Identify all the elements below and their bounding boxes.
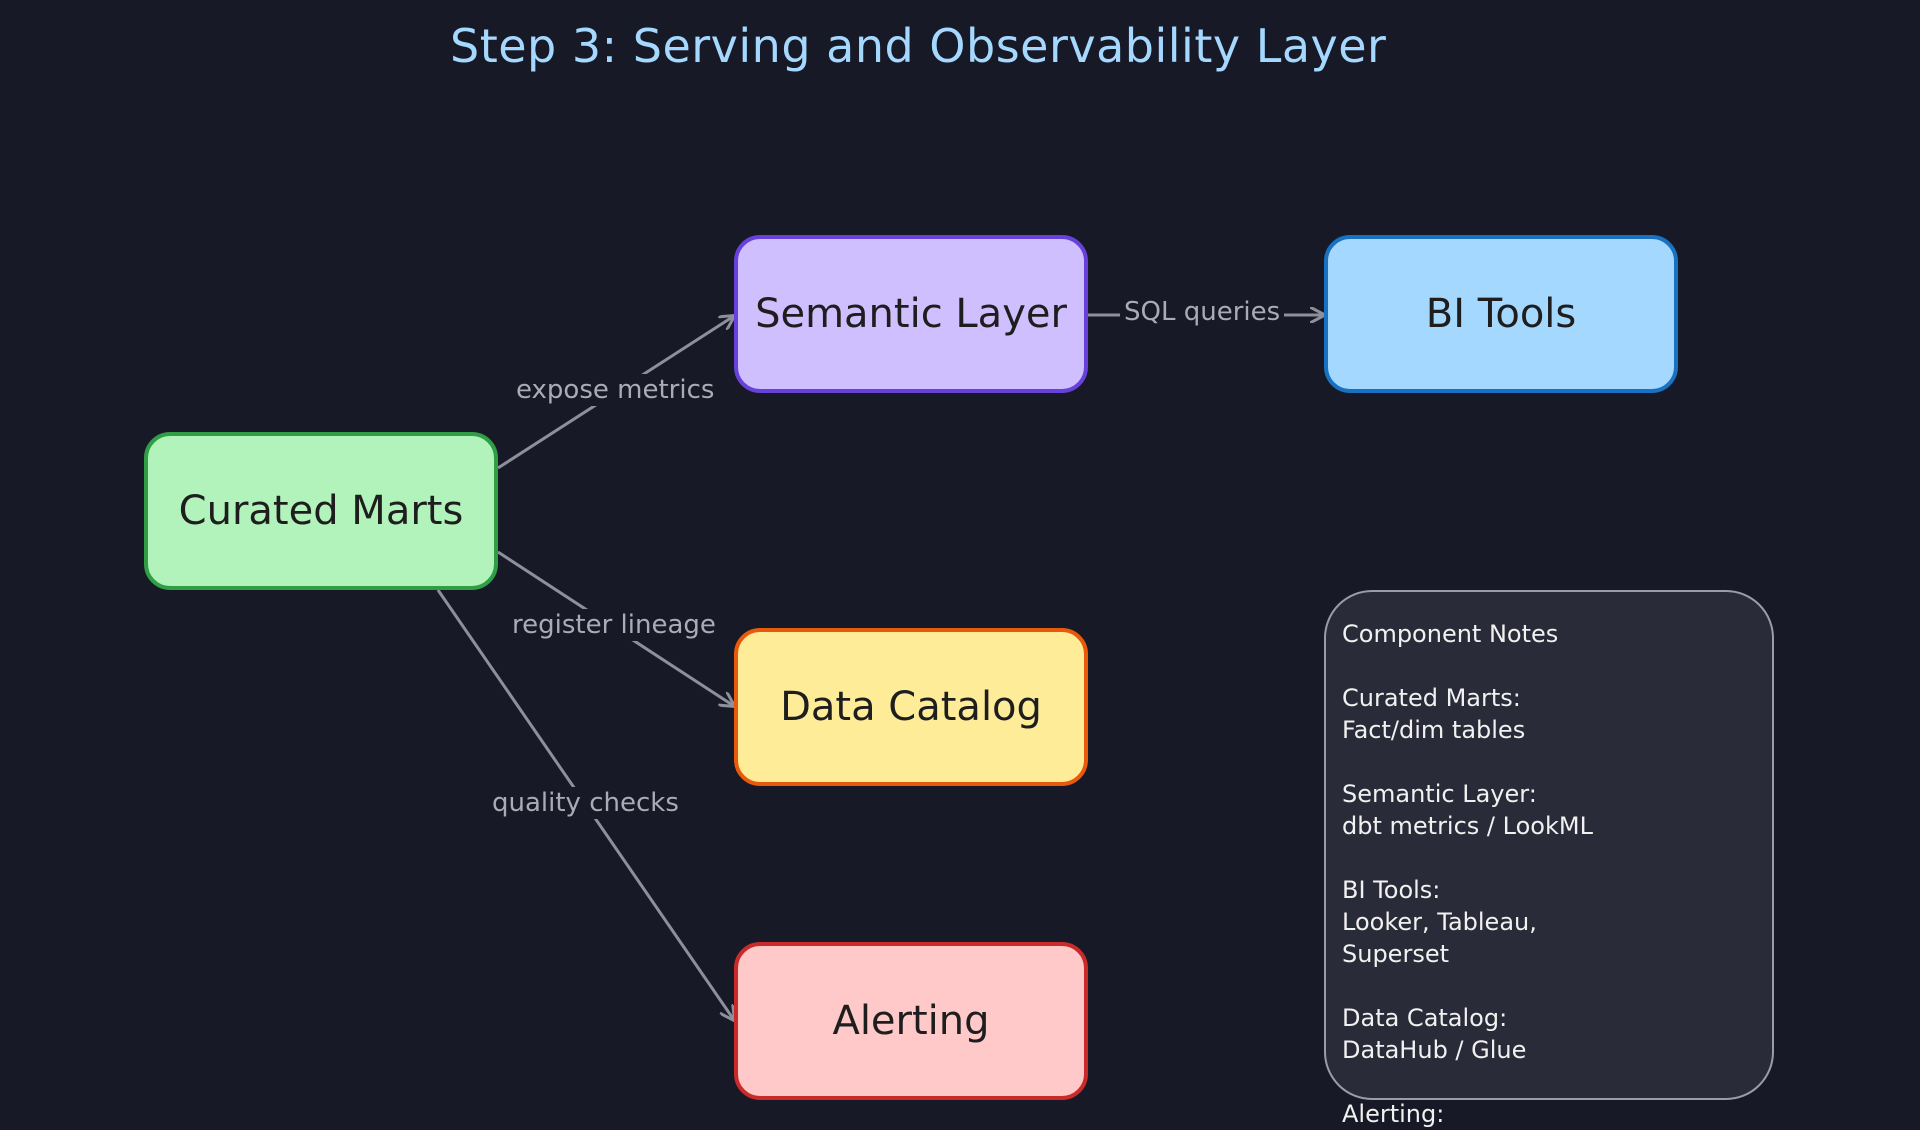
- node-data-catalog[interactable]: Data Catalog: [734, 628, 1088, 786]
- node-bi-tools-label: BI Tools: [1425, 291, 1577, 337]
- diagram-title: Step 3: Serving and Observability Layer: [450, 19, 1387, 73]
- node-bi-tools[interactable]: BI Tools: [1324, 235, 1678, 393]
- node-data-catalog-label: Data Catalog: [780, 684, 1042, 730]
- node-semantic-layer-label: Semantic Layer: [755, 291, 1067, 337]
- edge-label-sql-queries: SQL queries: [1120, 296, 1285, 328]
- node-alerting[interactable]: Alerting: [734, 942, 1088, 1100]
- edge-label-expose-metrics: expose metrics: [512, 374, 719, 406]
- node-curated-marts[interactable]: Curated Marts: [144, 432, 498, 590]
- component-notes-panel: [1324, 590, 1774, 1100]
- component-notes-text: Component Notes Curated Marts: Fact/dim …: [1342, 620, 1593, 1128]
- edge-label-quality-checks: quality checks: [488, 787, 683, 819]
- node-curated-marts-label: Curated Marts: [178, 488, 464, 534]
- node-alerting-label: Alerting: [832, 998, 990, 1044]
- edge-label-register-lineage: register lineage: [508, 609, 720, 641]
- node-semantic-layer[interactable]: Semantic Layer: [734, 235, 1088, 393]
